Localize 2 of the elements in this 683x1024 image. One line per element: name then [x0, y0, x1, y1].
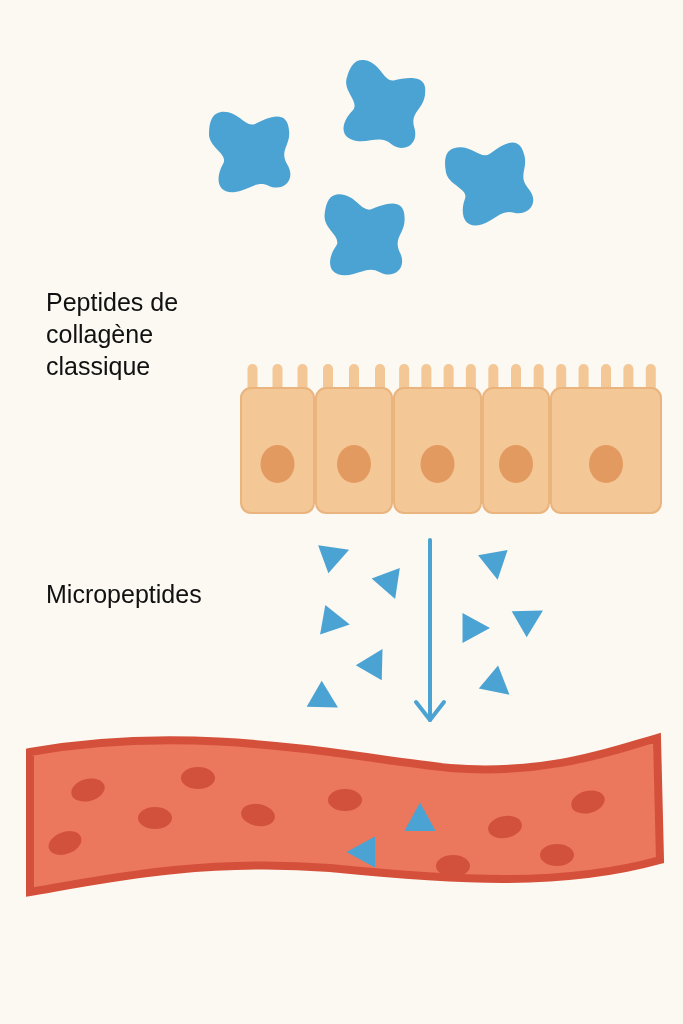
peptide-label: Micropeptides [46, 579, 203, 610]
peptide-label: Peptides de collagène classique [46, 287, 180, 382]
